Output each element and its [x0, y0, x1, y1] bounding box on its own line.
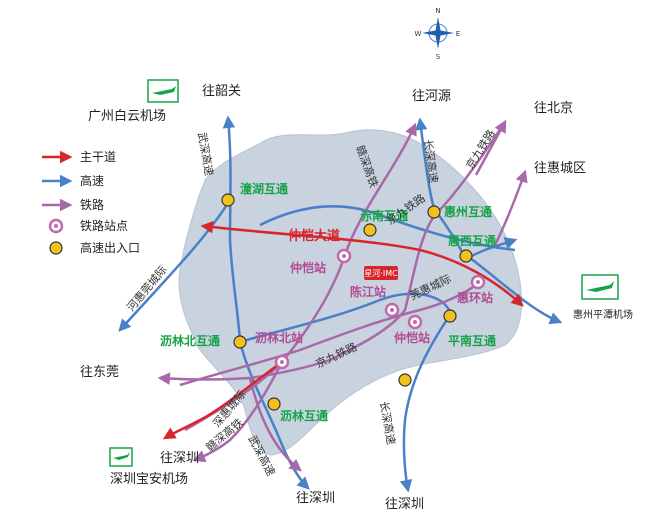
compass: N E S W: [415, 7, 461, 61]
interchange-marker: [363, 223, 377, 237]
compass-north: N: [435, 7, 440, 15]
interchange-huixi: 惠西互通: [448, 233, 496, 248]
project-marker: 星河·IMC: [364, 266, 398, 280]
interchange-tonghu: 潼湖互通: [240, 181, 288, 196]
zhongkai-avenue: [200, 220, 524, 307]
airplane-icon: [113, 452, 130, 460]
interchange-marker: [221, 193, 235, 207]
pingtan-airport-label: 惠州平潭机场: [573, 308, 633, 321]
interchange-lilinbei: 沥林北互通: [160, 333, 220, 348]
dest-heyuan: 往河源: [412, 89, 451, 104]
dest-shenzhen-south1: 往深圳: [296, 491, 335, 506]
baiyun-airport-label: 广州白云机场: [88, 108, 166, 124]
hehui-intercity-west: [118, 199, 232, 332]
label-zhongkai-avenue: 仲恺大道: [288, 228, 340, 244]
huicheng-railway: [493, 169, 528, 246]
project-name: 星河·IMC: [364, 268, 398, 278]
ganshen-hsr: [184, 122, 417, 432]
station-zhongkai-south: 仲恺站: [394, 330, 430, 345]
legend-expressway: 高速: [80, 173, 104, 188]
south-trunk: [162, 360, 283, 440]
airport-baoan: 深圳宝安机场: [109, 447, 188, 487]
jingjiu-railway-arrow: [474, 119, 507, 176]
compass-south: S: [436, 53, 441, 61]
airport-baiyun: 广州白云机场: [88, 79, 179, 124]
interchange-marker: [427, 205, 441, 219]
interchange-lilin: 沥林互通: [280, 408, 328, 423]
label-changshen-north: 长深高速: [421, 138, 441, 184]
interchange-marker: [443, 309, 457, 323]
changshen-expressway-south: [399, 314, 452, 493]
dest-shenzhen-west: 往深圳: [160, 451, 199, 466]
legend-expressway-exit: 高速出入口: [80, 240, 140, 255]
interchange-chinan: 赤南互通: [360, 208, 408, 223]
baoan-airport-label: 深圳宝安机场: [110, 472, 188, 487]
south-railway: [248, 377, 302, 472]
wushen-expressway-south: [238, 341, 310, 490]
dest-dongguan: 往东莞: [80, 365, 119, 380]
station-huihuan: 惠环站: [457, 290, 493, 305]
legend-railway: 铁路: [80, 197, 104, 212]
shenhui-intercity: [192, 361, 284, 463]
station-chenjiang: 陈江站: [350, 284, 386, 299]
rail-stations: 仲恺站 陈江站 惠环站 沥林北站 仲恺站: [255, 248, 493, 370]
label-hehui: 河惠莞城际: [124, 263, 170, 314]
dest-huicheng: 往惠城区: [534, 161, 586, 176]
compass-east: E: [456, 30, 460, 38]
dest-shenzhen-south2: 往深圳: [385, 497, 424, 512]
interchange-marker: [267, 397, 281, 411]
airplane-icon: [152, 86, 176, 95]
airplane-icon: [586, 281, 614, 292]
legend-rail-station: 铁路站点: [80, 218, 128, 233]
interchange-marker: [459, 249, 473, 263]
label-changshen-south: 长深高速: [377, 400, 398, 446]
interchanges: 潼湖互通 赤南互通 惠州互通 惠西互通 沥林北互通 沥林互通 平南互通: [160, 181, 496, 423]
destinations: 往韶关 往河源 往北京 往惠城区 往东莞 往深圳 往深圳 往深圳: [80, 83, 586, 512]
interchange-marker: [233, 335, 247, 349]
station-zhongkai-north: 仲恺站: [290, 260, 326, 275]
dest-shaoguan: 往韶关: [202, 83, 241, 99]
legend: 主干道 高速 铁路 铁路站点 高速出入口: [42, 150, 140, 255]
dest-beijing: 往北京: [534, 101, 573, 116]
compass-west: W: [415, 30, 422, 38]
interchange-huizhou: 惠州互通: [444, 204, 492, 219]
interchange-marker: [398, 373, 412, 387]
airport-pingtan: 惠州平潭机场: [573, 274, 633, 321]
label-wushen: 武深高速: [195, 131, 216, 177]
trunk-road-network: [162, 220, 524, 440]
station-lilinbei: 沥林北站: [255, 330, 303, 345]
interchange-pingnan: 平南互通: [448, 333, 496, 348]
legend-trunk-road: 主干道: [80, 150, 116, 164]
jingjiu-railway-south: [157, 309, 406, 385]
